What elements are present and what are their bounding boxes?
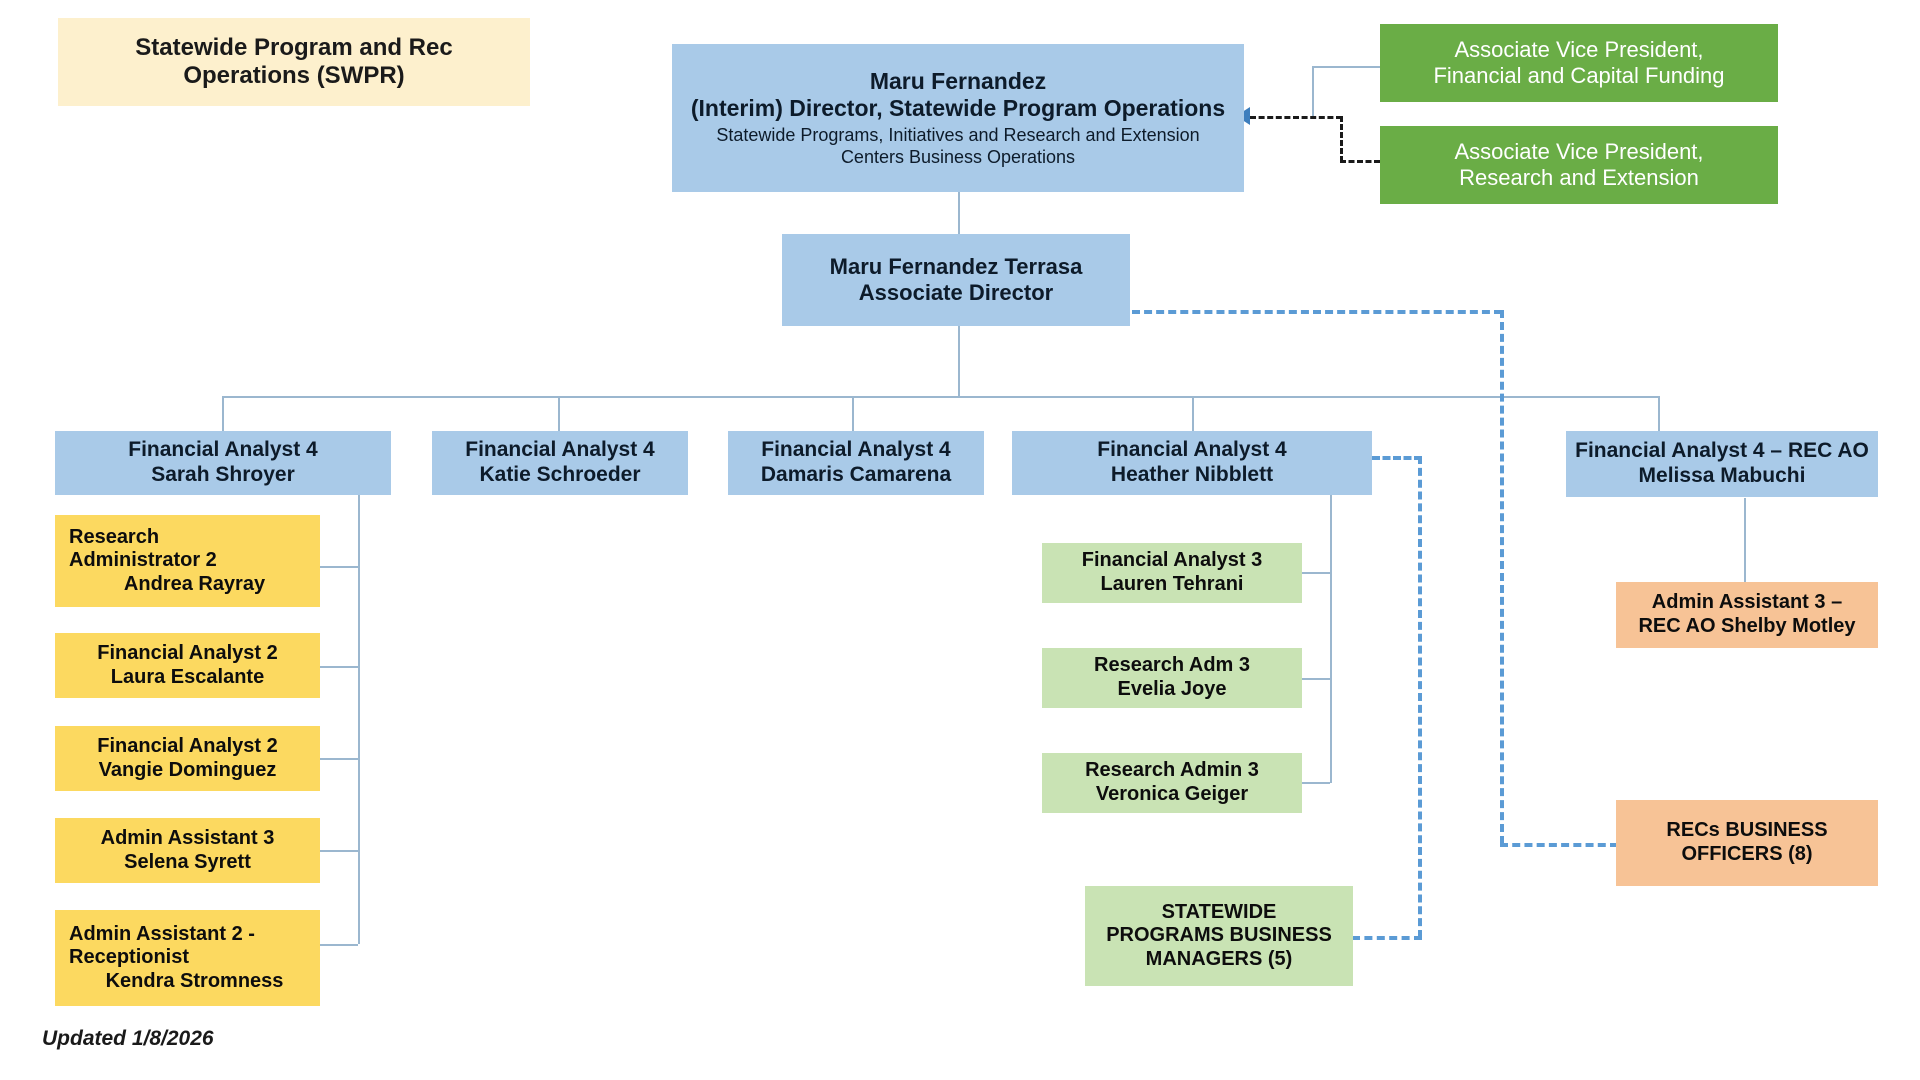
recs-line2: OFFICERS (8): [1681, 843, 1813, 865]
connector-col1-branch-1: [320, 566, 358, 568]
connector-dash-nibblett-v: [1418, 456, 1422, 938]
chart-title-line1: Statewide Program and Rec: [135, 33, 453, 61]
connector-col4-branch-2: [1302, 678, 1330, 680]
veronica-line1: Research Admin 3: [1085, 759, 1259, 782]
lauren-line1: Financial Analyst 3: [1081, 549, 1263, 572]
report-evelia-joye[interactable]: Research Adm 3 Evelia Joye: [1042, 648, 1302, 708]
avp-research-line1: Associate Vice President,: [1454, 139, 1704, 165]
laura-line1: Financial Analyst 2: [97, 641, 278, 664]
connector-avp-research-dash-h1: [1250, 116, 1342, 119]
director-scope-line1: Statewide Programs, Initiatives and Rese…: [716, 125, 1200, 146]
connector-drop-col4: [1192, 396, 1194, 432]
connector-col4-branch-3: [1302, 782, 1330, 784]
connector-associate-down: [958, 325, 960, 397]
col2-head-line1: Financial Analyst 4: [465, 438, 655, 462]
kendra-line2: Receptionist: [69, 946, 190, 969]
evelia-line1: Research Adm 3: [1094, 654, 1250, 677]
swpbm-line1: STATEWIDE: [1161, 900, 1277, 923]
col5-head-line1: Financial Analyst 4 – REC AO: [1575, 439, 1869, 463]
avp-research-line2: Research and Extension: [1459, 165, 1699, 190]
director-name: Maru Fernandez: [869, 68, 1047, 95]
lauren-line2: Lauren Tehrani: [1100, 573, 1244, 595]
kendra-line1: Admin Assistant 2 -: [69, 922, 255, 945]
col3-head-line2: Damaris Camarena: [760, 463, 952, 486]
column-head-melissa-mabuchi[interactable]: Financial Analyst 4 – REC AO Melissa Mab…: [1566, 431, 1878, 497]
swpbm-line3: MANAGERS (5): [1145, 947, 1293, 970]
avp-funding-line1: Associate Vice President,: [1454, 37, 1704, 63]
col1-head-line2: Sarah Shroyer: [151, 463, 295, 486]
shelby-line1: Admin Assistant 3 –: [1651, 591, 1843, 614]
director-scope-line2: Centers Business Operations: [840, 146, 1076, 167]
connector-avp-funding-horizontal: [1312, 66, 1394, 68]
laura-line2: Laura Escalante: [110, 665, 265, 688]
connector-col4-spine: [1330, 495, 1332, 783]
connector-director-to-associate: [958, 192, 960, 234]
col3-head-line1: Financial Analyst 4: [761, 438, 951, 462]
director-box[interactable]: Maru Fernandez (Interim) Director, State…: [672, 44, 1244, 192]
connector-col1-branch-4: [320, 850, 358, 852]
director-title: (Interim) Director, Statewide Program Op…: [690, 95, 1226, 122]
col2-head-line2: Katie Schroeder: [479, 463, 641, 486]
recs-line1: RECs BUSINESS: [1666, 819, 1828, 842]
group-recs-business-officers[interactable]: RECs BUSINESS OFFICERS (8): [1616, 800, 1878, 886]
selena-line1: Admin Assistant 3: [100, 826, 275, 849]
connector-avp-funding-vertical: [1312, 66, 1314, 118]
avp-financial-capital-funding-box[interactable]: Associate Vice President, Financial and …: [1380, 24, 1778, 102]
associate-director-name: Maru Fernandez Terrasa: [829, 254, 1083, 280]
shelby-line2: REC AO Shelby Motley: [1638, 615, 1856, 637]
report-lauren-tehrani[interactable]: Financial Analyst 3 Lauren Tehrani: [1042, 543, 1302, 603]
selena-line2: Selena Syrett: [124, 850, 251, 873]
report-laura-escalante[interactable]: Financial Analyst 2 Laura Escalante: [55, 633, 320, 698]
connector-col4-branch-1: [1302, 572, 1330, 574]
connector-avp-research-dash-v: [1340, 116, 1343, 162]
col4-head-line1: Financial Analyst 4: [1097, 438, 1287, 462]
report-vangie-dominguez[interactable]: Financial Analyst 2 Vangie Dominguez: [55, 726, 320, 791]
connector-col5-to-admin: [1744, 498, 1746, 586]
connector-drop-col3: [852, 396, 854, 432]
report-shelby-motley[interactable]: Admin Assistant 3 – REC AO Shelby Motley: [1616, 582, 1878, 648]
avp-funding-line2: Financial and Capital Funding: [1433, 63, 1725, 88]
connector-dash-assoc-to-recs-h1: [1132, 310, 1502, 314]
column-head-sarah-shroyer[interactable]: Financial Analyst 4 Sarah Shroyer: [55, 431, 391, 495]
column-head-damaris-camarena[interactable]: Financial Analyst 4 Damaris Camarena: [728, 431, 984, 495]
vangie-line2: Vangie Dominguez: [98, 758, 277, 781]
report-selena-syrett[interactable]: Admin Assistant 3 Selena Syrett: [55, 818, 320, 883]
connector-col1-spine: [358, 495, 360, 944]
col5-head-line2: Melissa Mabuchi: [1638, 464, 1806, 487]
connector-col1-branch-3: [320, 758, 358, 760]
report-kendra-stromness[interactable]: Admin Assistant 2 - Receptionist Kendra …: [55, 910, 320, 1006]
andrea-line1: Research: [69, 525, 160, 548]
connector-dash-nibblett-h1: [1372, 456, 1422, 460]
swpbm-line2: PROGRAMS BUSINESS: [1106, 924, 1332, 947]
report-andrea-rayray[interactable]: Research Administrator 2 Andrea Rayray: [55, 515, 320, 607]
andrea-line3: Andrea Rayray: [123, 572, 266, 595]
connector-row-bus: [222, 396, 1658, 398]
vangie-line1: Financial Analyst 2: [97, 734, 278, 757]
connector-dash-assoc-to-recs-v: [1500, 310, 1504, 844]
connector-col1-branch-2: [320, 666, 358, 668]
kendra-line3: Kendra Stromness: [105, 969, 284, 992]
chart-title-box: Statewide Program and Rec Operations (SW…: [58, 18, 530, 106]
avp-research-extension-box[interactable]: Associate Vice President, Research and E…: [1380, 126, 1778, 204]
updated-date-label: Updated 1/8/2026: [42, 1027, 214, 1050]
col4-head-line2: Heather Nibblett: [1110, 463, 1274, 486]
evelia-line2: Evelia Joye: [1117, 678, 1227, 700]
connector-dash-assoc-to-recs-h2: [1500, 843, 1618, 847]
veronica-line2: Veronica Geiger: [1095, 783, 1249, 805]
report-veronica-geiger[interactable]: Research Admin 3 Veronica Geiger: [1042, 753, 1302, 813]
connector-drop-col1: [222, 396, 224, 432]
connector-drop-col2: [558, 396, 560, 432]
col1-head-line1: Financial Analyst 4: [128, 438, 318, 462]
chart-title-line2: Operations (SWPR): [183, 62, 405, 89]
associate-director-title: Associate Director: [858, 280, 1054, 305]
associate-director-box[interactable]: Maru Fernandez Terrasa Associate Directo…: [782, 234, 1130, 326]
column-head-heather-nibblett[interactable]: Financial Analyst 4 Heather Nibblett: [1012, 431, 1372, 495]
group-statewide-programs-business-managers[interactable]: STATEWIDE PROGRAMS BUSINESS MANAGERS (5): [1085, 886, 1353, 986]
connector-col1-branch-5: [320, 944, 358, 946]
connector-avp-research-dash-h2: [1340, 160, 1380, 163]
column-head-katie-schroeder[interactable]: Financial Analyst 4 Katie Schroeder: [432, 431, 688, 495]
andrea-line2: Administrator 2: [69, 549, 217, 572]
connector-drop-col5: [1658, 396, 1660, 432]
connector-dash-nibblett-h2: [1352, 936, 1422, 940]
